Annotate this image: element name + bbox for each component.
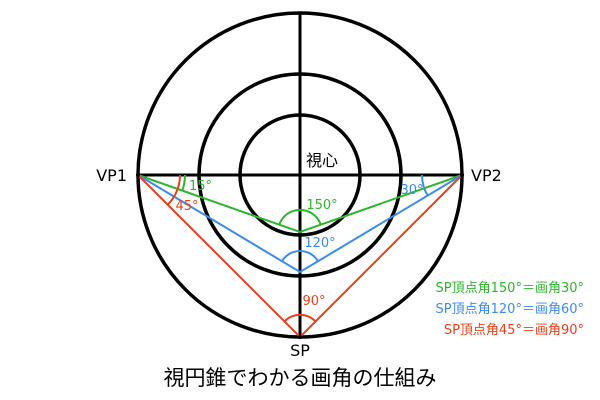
- blue-apex-angle: 120°: [304, 236, 335, 251]
- sp-point: [298, 335, 302, 339]
- legend-item-red: SP頂点角45°＝画角90°: [444, 323, 584, 338]
- vp2-label: VP2: [471, 166, 502, 185]
- green-apex-arc: [278, 208, 322, 226]
- green-side-arc: [181, 174, 186, 191]
- legend: SP頂点角150°＝画角30° SP頂点角120°＝画角60° SP頂点角45°…: [436, 281, 584, 338]
- vp1-label: VP1: [96, 166, 127, 185]
- red-side-angle: 45°: [175, 199, 198, 214]
- sp-label: SP: [290, 341, 310, 360]
- legend-item-green: SP頂点角150°＝画角30°: [436, 281, 584, 296]
- green-apex-angle: 150°: [306, 198, 337, 213]
- blue-side-arc: [420, 174, 429, 197]
- vp1-point: [136, 173, 140, 177]
- legend-item-blue: SP頂点角120°＝画角60°: [436, 302, 584, 317]
- red-apex-arc: [283, 313, 317, 323]
- vp2-point: [460, 173, 464, 177]
- blue-side-angle: 30°: [400, 183, 423, 198]
- blue-apex-arc: [281, 250, 319, 262]
- blue-cone-lines: [137, 174, 463, 274]
- green-side-angle: 15°: [189, 179, 212, 194]
- center-of-vision-label: 視心: [306, 151, 338, 170]
- red-apex-angle: 90°: [302, 294, 325, 309]
- caption: 視円錐でわかる画角の仕組み: [163, 366, 437, 390]
- red-side-arc: [166, 174, 181, 206]
- green-cone-lines: [137, 174, 463, 234]
